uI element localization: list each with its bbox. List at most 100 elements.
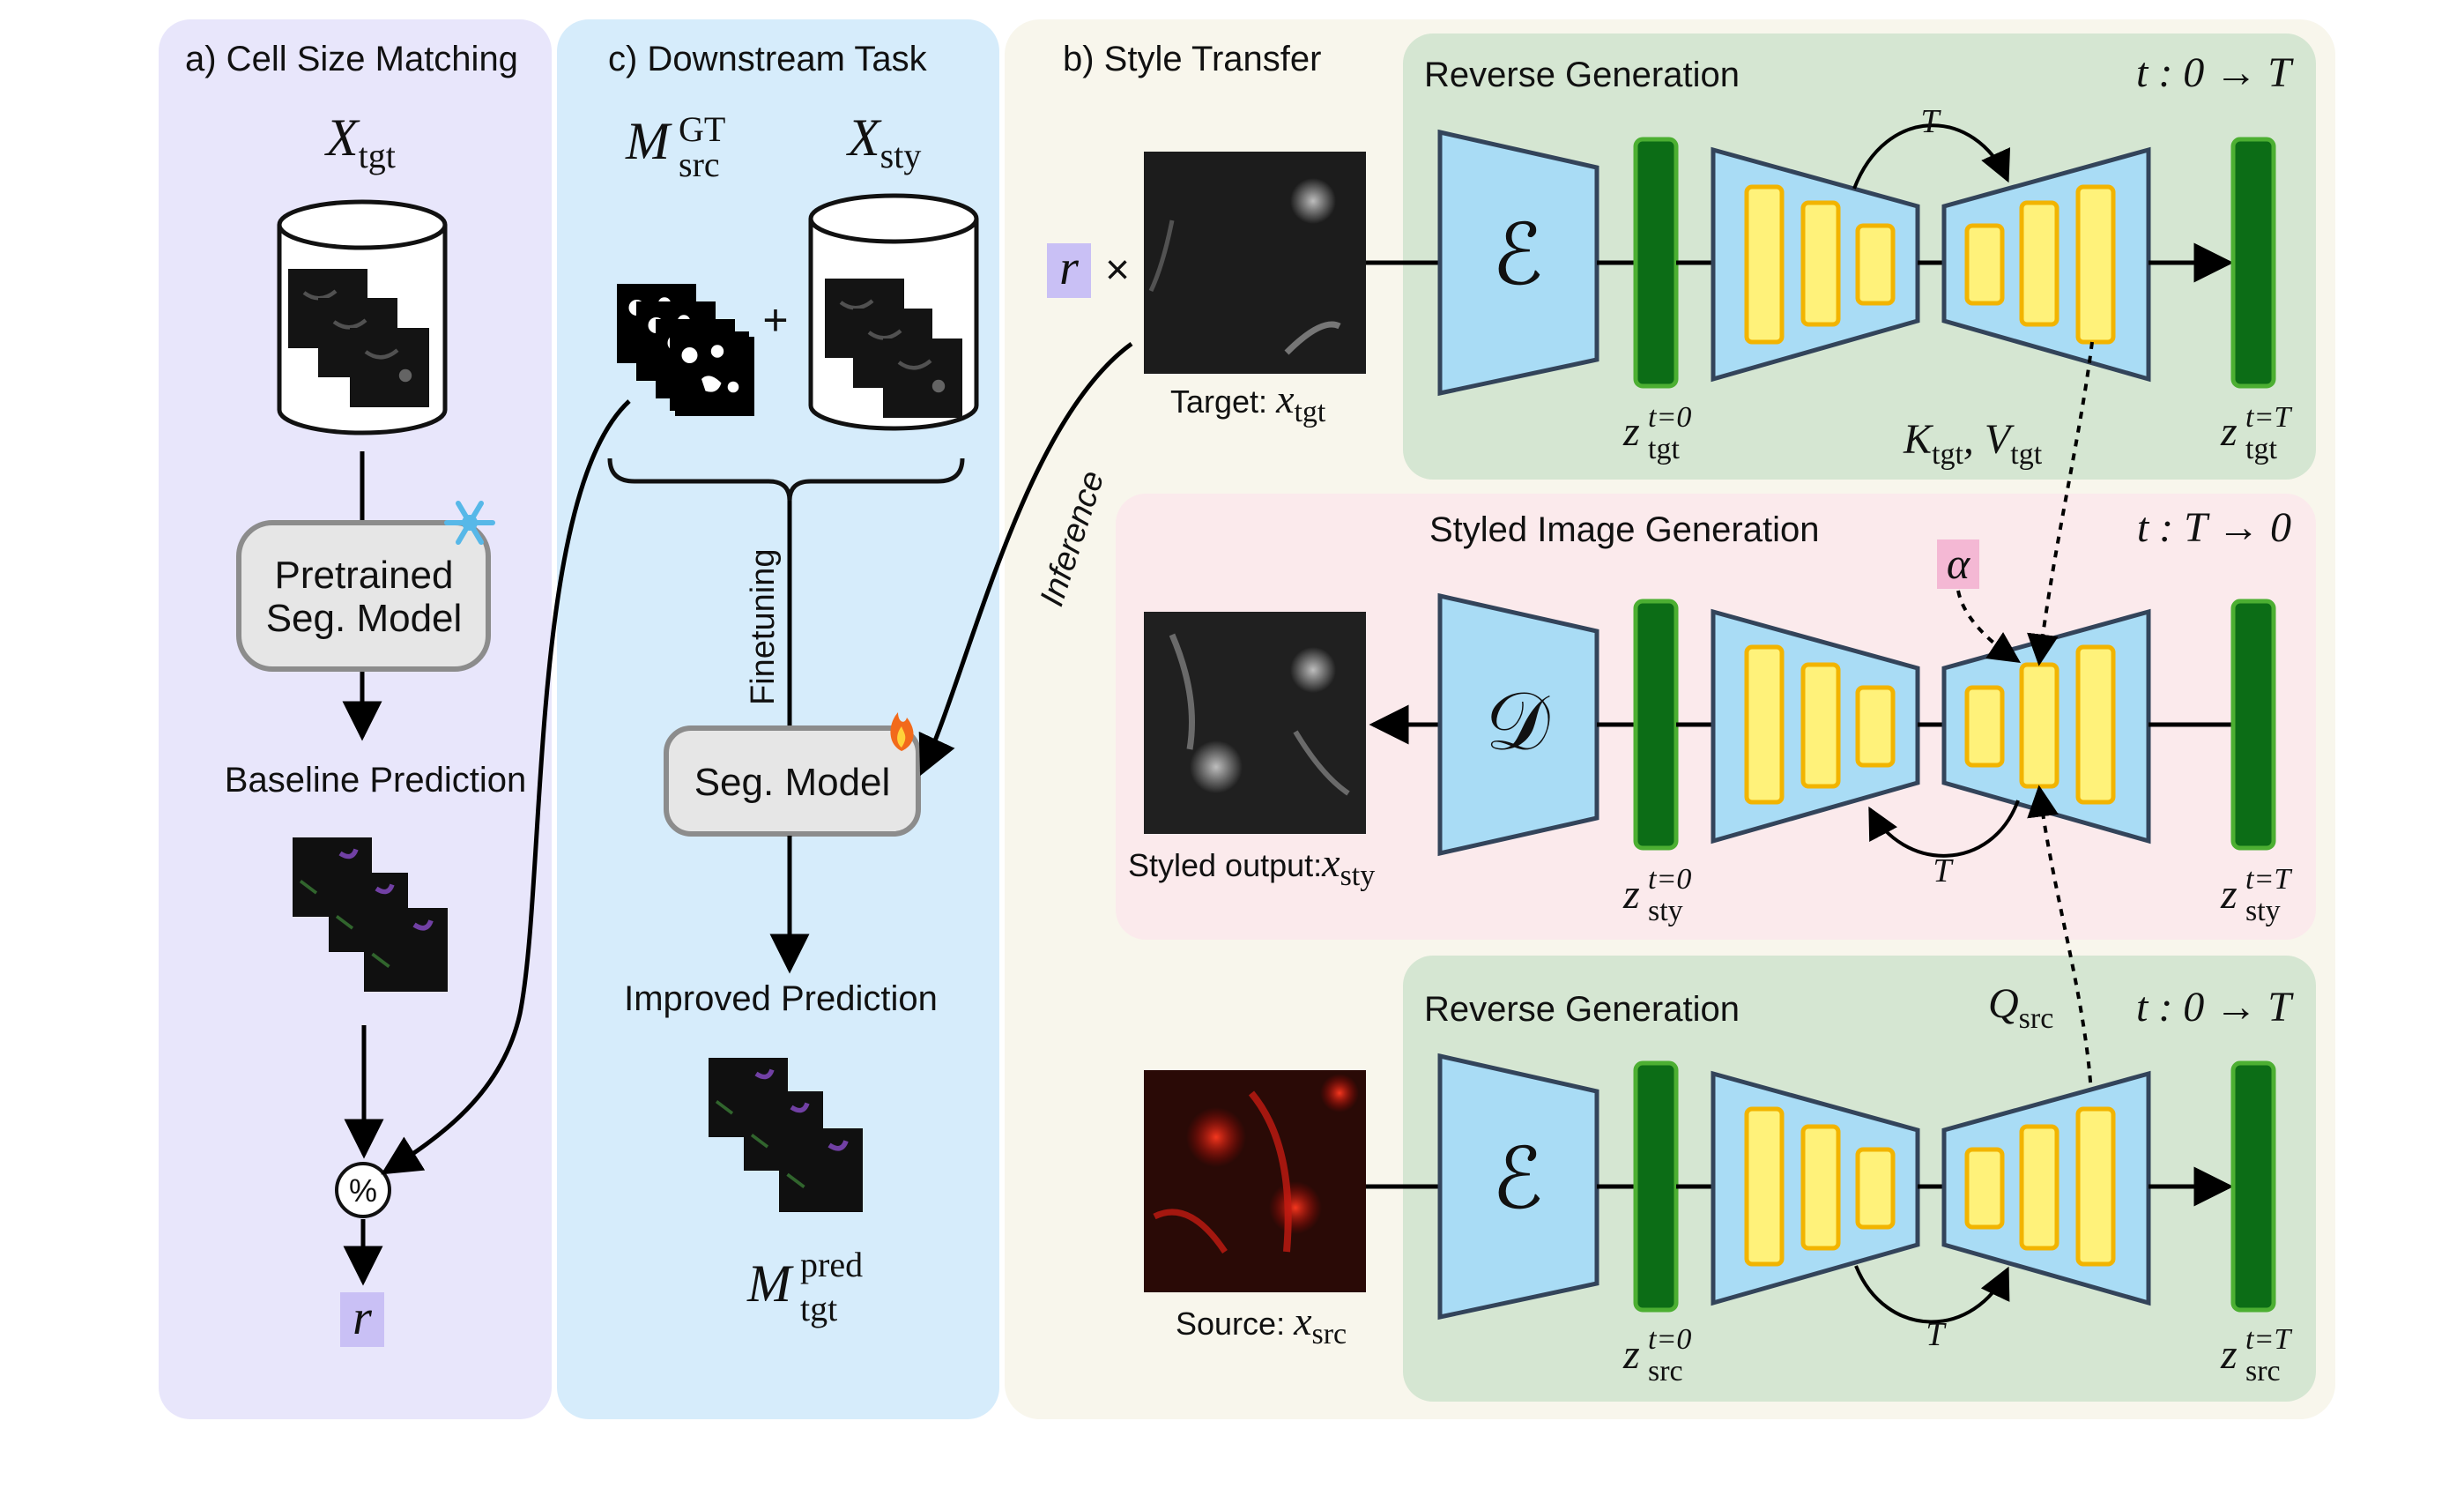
row3-z-start-label: z: [1622, 1331, 1640, 1378]
row2-block: [1855, 685, 1896, 768]
target-image: [1144, 152, 1366, 374]
database-cylinder-icon: [277, 199, 448, 435]
row2-T-label: T: [1933, 852, 1954, 889]
finetuning-label: Finetuning: [745, 549, 782, 705]
row1-z-end-sub: tgt: [2245, 433, 2277, 465]
styled-title: Styled Image Generation: [1429, 510, 1819, 549]
row1-z-start-label: z: [1622, 408, 1640, 455]
row3-z-end-sup: t=T: [2245, 1323, 2292, 1356]
r-highlight-a: [340, 1292, 384, 1347]
r-label-b: r: [1059, 241, 1079, 295]
times-sign: ×: [1105, 247, 1130, 294]
panel-c-title: c) Downstream Task: [608, 40, 928, 78]
row3-block: [1964, 1147, 2005, 1230]
styled-time: t : T → 0: [2137, 504, 2291, 551]
row2-decoder: [1437, 592, 1599, 857]
m-src-gt-sup: GT: [679, 109, 725, 149]
kv-label: Ktgt, Vtgt: [1903, 416, 2043, 471]
row2-block: [1744, 644, 1785, 805]
row2-block: [2019, 662, 2060, 789]
r-highlight-b: [1047, 243, 1091, 298]
row1-block: [1855, 223, 1896, 306]
row1-z-end-latent: [2230, 137, 2276, 389]
alpha-label: α: [1947, 539, 1971, 588]
row3-block: [2075, 1106, 2116, 1267]
panel-a-dataset-label: Xtgt: [324, 108, 396, 175]
mask-to-percent-arrow: [381, 399, 631, 1175]
row3-z-start-sup: t=0: [1648, 1323, 1691, 1356]
row1-block: [1800, 200, 1841, 327]
row3-encoder: [1437, 1053, 1599, 1321]
row3-block: [1855, 1147, 1896, 1230]
row2-z-start-sub: sty: [1648, 895, 1683, 927]
row1-z-end-label: z: [2220, 408, 2238, 455]
row2-z-start-latent: [1633, 599, 1679, 851]
pretrained-line2: Seg. Model: [266, 597, 463, 640]
m-tgt-pred-label: M: [746, 1254, 794, 1313]
styled-dataset-cylinder-icon: [808, 193, 979, 431]
row2-block: [1800, 662, 1841, 789]
row1-z-start-latent: [1633, 137, 1679, 389]
alpha-highlight: [1937, 539, 1979, 589]
row2-block: [2075, 644, 2116, 805]
row3-T-label: T: [1926, 1316, 1947, 1353]
pretrained-seg-model-box: Pretrained Seg. Model: [236, 520, 491, 672]
m-src-gt-sub: src: [679, 145, 720, 184]
row1-z-start-sub: tgt: [1648, 433, 1680, 465]
row3-block: [2019, 1124, 2060, 1251]
rev1-time: t : 0 → T: [2136, 49, 2294, 96]
target-caption: Target: xtgt: [1170, 376, 1326, 428]
panel-a-title: a) Cell Size Matching: [185, 40, 518, 78]
row3-z-start-latent: [1633, 1060, 1679, 1313]
row2-z-start-sup: t=0: [1648, 863, 1691, 896]
row1-T-loop: [1852, 123, 2011, 190]
row2-z-end-sup: t=T: [2245, 863, 2292, 896]
row2-T-loop: [1868, 800, 2020, 858]
row1-T-label: T: [1920, 103, 1941, 140]
improved-prediction-label: Improved Prediction: [624, 979, 938, 1018]
percent-icon: %: [335, 1162, 391, 1218]
row1-z-start-sup: t=0: [1648, 401, 1691, 434]
plus-sign: +: [762, 295, 788, 345]
snowflake-icon: [444, 501, 495, 545]
row3-z-end-sub: src: [2245, 1355, 2281, 1388]
q-label: Qsrc: [1988, 980, 2053, 1035]
flame-icon: [890, 712, 914, 751]
rev2-time: t : 0 → T: [2136, 984, 2294, 1030]
row1-block: [2075, 184, 2116, 345]
row3-block: [1744, 1106, 1785, 1267]
row1-encoder-symbol: ℰ: [1492, 208, 1543, 302]
row1-z-end-sup: t=T: [2245, 401, 2292, 434]
x-sty-label: Xsty: [846, 108, 921, 175]
row3-z-end-latent: [2230, 1060, 2276, 1313]
m-tgt-pred-sup: pred: [800, 1245, 863, 1284]
r-label-a: r: [353, 1291, 372, 1345]
svg-text:%: %: [349, 1172, 377, 1209]
inference-arrow: [918, 341, 1133, 777]
styled-caption: Styled output:xsty: [1128, 840, 1375, 892]
row1-block: [1964, 223, 2005, 306]
m-tgt-pred-sub: tgt: [800, 1289, 837, 1328]
row2-block: [1964, 685, 2005, 768]
row1-block: [1744, 184, 1785, 345]
row3-z-start-sub: src: [1648, 1355, 1683, 1388]
rev1-title: Reverse Generation: [1424, 56, 1740, 94]
row3-encoder-symbol: ℰ: [1492, 1132, 1543, 1226]
row2-z-end-sub: sty: [2245, 895, 2281, 927]
panel-b-title: b) Style Transfer: [1063, 40, 1321, 78]
row3-z-end-label: z: [2220, 1331, 2238, 1378]
row2-z-end-label: z: [2220, 871, 2238, 918]
styled-output-image: [1144, 612, 1366, 834]
row3-T-loop: [1854, 1265, 2010, 1324]
baseline-prediction-label: Baseline Prediction: [225, 761, 526, 800]
kv-dotted-arrow: [2027, 341, 2094, 666]
row1-block: [2019, 200, 2060, 327]
seg-model-box: Seg. Model: [664, 725, 921, 837]
seg-model-label: Seg. Model: [694, 761, 891, 804]
source-caption: Source: xsrc: [1176, 1298, 1347, 1350]
q-dotted-arrow: [2027, 785, 2094, 1112]
pretrained-line1: Pretrained: [274, 554, 453, 597]
row3-block: [1800, 1124, 1841, 1251]
row2-z-start-label: z: [1622, 871, 1640, 918]
